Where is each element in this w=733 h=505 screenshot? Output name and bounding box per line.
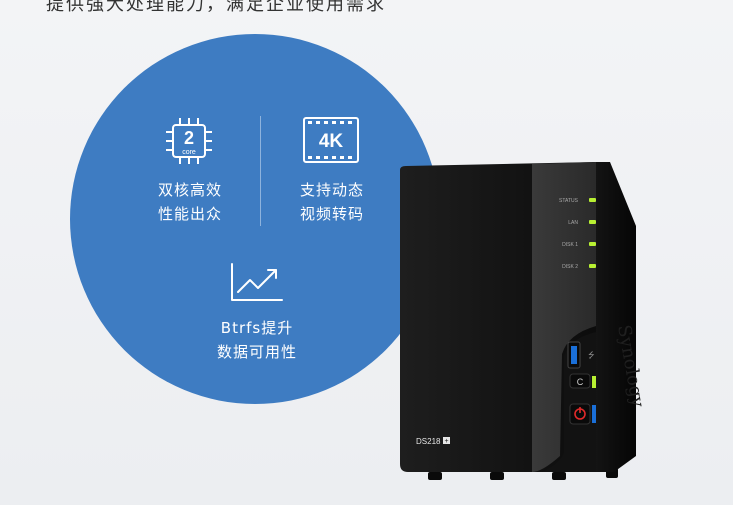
chip-number: 2 bbox=[184, 128, 194, 148]
model-mark: + bbox=[444, 438, 448, 445]
feature-dual-core: 双核高效 性能出众 bbox=[157, 181, 222, 223]
usb-icon: ⭍ bbox=[588, 351, 595, 360]
cpu-chip-icon: 2 core bbox=[166, 118, 212, 164]
chip-word: core bbox=[182, 149, 196, 156]
copy-button-label: C bbox=[577, 377, 584, 387]
features-circle bbox=[70, 34, 440, 404]
growth-chart-icon bbox=[231, 263, 283, 301]
header-text: 提供强大处理能力，满足企业使用需求 bbox=[46, 0, 386, 15]
feature-divider bbox=[260, 116, 261, 226]
nas-device-image: Synology STATUS LAN DISK 1 DISK 2 ⭍ C DS… bbox=[400, 162, 642, 480]
indicator-status: STATUS bbox=[559, 198, 579, 204]
indicator-disk2: DISK 2 bbox=[562, 264, 578, 270]
indicator-lan: LAN bbox=[568, 220, 578, 226]
feature-4k-transcode: 支持动态 视频转码 bbox=[299, 181, 364, 223]
model-label: DS218 bbox=[416, 437, 441, 446]
indicator-disk1: DISK 1 bbox=[562, 242, 578, 248]
4k-badge-text: 4K bbox=[319, 131, 344, 152]
4k-film-icon: 4K bbox=[303, 117, 359, 163]
feature-btrfs: Btrfs提升 数据可用性 bbox=[216, 319, 297, 361]
